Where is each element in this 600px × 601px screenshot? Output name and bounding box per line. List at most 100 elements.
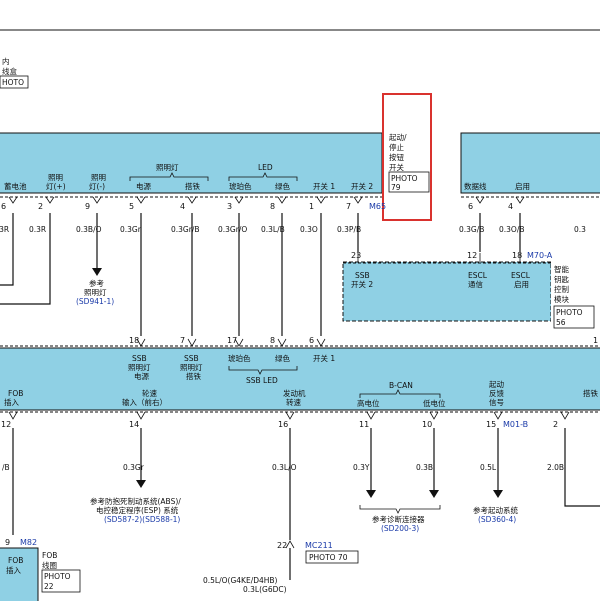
lower-bottom-pin: 11 — [359, 420, 369, 429]
wire-illum-plus-run — [0, 213, 51, 305]
label-sw2: 开关 2 — [351, 181, 373, 191]
mc211-photo-label: PHOTO 70 — [309, 553, 348, 562]
lb-fob2: 插入 — [4, 397, 19, 407]
start-stop-highlight: 起动/ 停止 按钮 开关 PHOTO 79 — [382, 93, 432, 221]
label-power: 电源 — [136, 181, 151, 191]
mc211-pin: 22 — [277, 541, 287, 550]
lb-green: 绿色 — [275, 353, 290, 363]
arrow-low-down — [429, 490, 439, 498]
arrow-illum-down — [92, 268, 102, 276]
lb-ssb2: SSB — [184, 354, 199, 363]
upper-pin-symbol — [187, 196, 197, 204]
lower-top-pin-symbol — [136, 338, 146, 347]
m82-fob1: FOB — [8, 556, 23, 565]
m82-side1: FOB — [42, 551, 57, 560]
lower-top-pin: 8 — [270, 336, 275, 345]
label-illum-group: 照明灯 — [156, 162, 179, 172]
fob-coil-box — [0, 547, 39, 601]
label-battery: 蓄电池 — [4, 181, 27, 191]
smk-photo-frame — [553, 305, 595, 329]
upper-pin: 3 — [227, 202, 232, 211]
label-amber: 琥珀色 — [229, 181, 252, 191]
smk-comm: 通信 — [468, 279, 483, 289]
lb-sw1: 开关 1 — [313, 353, 335, 363]
ref-start-line1: 参考起动系统 — [473, 505, 518, 515]
ref-illum-line2: 照明灯 — [84, 287, 107, 297]
highlight-frame — [382, 93, 432, 221]
label-illum-plus2: 灯(+) — [46, 181, 66, 191]
connector-m65: M65 — [369, 202, 386, 211]
lower-top-pin-symbol — [316, 338, 326, 347]
smk-pin-12: 12 — [467, 251, 477, 260]
lb-bcan: B-CAN — [389, 381, 413, 390]
lower-bottom-pin-symbol — [366, 411, 376, 420]
lb-fob1: FOB — [8, 389, 23, 398]
lower-bottom-pin: 10 — [422, 420, 432, 429]
upper-pin-symbol — [45, 196, 55, 204]
smart-key-module-box — [342, 261, 552, 322]
lower-wire-label: 0.5L — [480, 463, 497, 472]
upper-pin: 7 — [346, 202, 351, 211]
lower-module-box — [0, 347, 600, 411]
m82-pin: 9 — [5, 538, 10, 547]
upper-pin: 6 — [1, 202, 6, 211]
upper-pin-symbol — [353, 196, 363, 204]
lower-bottom-pin-symbol — [429, 411, 439, 420]
label-illum-minus: 照明 — [91, 173, 106, 182]
upper-pin: 9 — [85, 202, 90, 211]
label-data-line: 数据线 — [464, 181, 487, 191]
lower-top-pin-symbol — [234, 338, 244, 347]
label-illum-minus2: 灯(-) — [89, 181, 105, 191]
brace-illum — [129, 172, 209, 181]
upper-wire-label: 0.3L/B — [261, 225, 285, 234]
smk-photo-number: 56 — [556, 318, 566, 327]
hl-photo-frame — [388, 171, 430, 193]
lb-ground: 搭铁 — [583, 388, 598, 398]
start-stop-switch-box — [0, 132, 383, 194]
upper-pin-symbol — [8, 196, 18, 204]
lower-wire-label: 0.3B — [416, 463, 433, 472]
jb-line1: 内 — [2, 56, 10, 66]
m82-photo-label: PHOTO — [44, 572, 71, 581]
upper-wire-label: 0.3O/B — [499, 225, 525, 234]
connector-m82: M82 — [20, 538, 37, 547]
engine-note-2: 0.3L(G6DC) — [243, 585, 287, 594]
lb-start3: 信号 — [489, 397, 504, 407]
ref-illum-line1: 参考 — [89, 278, 104, 288]
brace-led — [228, 172, 298, 181]
label-sw1: 开关 1 — [313, 181, 335, 191]
lower-bottom-pin-symbol — [8, 411, 18, 420]
smk-pin-23: 23 — [351, 251, 361, 260]
lb-low: 低电位 — [423, 398, 446, 408]
label-green: 绿色 — [275, 181, 290, 191]
upper-wire-label: 0.3R — [29, 225, 46, 234]
lb-wheel1: 轮速 — [142, 388, 157, 398]
lower-bottom-pin-symbol — [560, 411, 570, 420]
hl-line4: 开关 — [389, 162, 404, 172]
lb-ssb1b: 照明灯 — [128, 362, 151, 372]
lower-wire-label: 0.3Gr — [123, 463, 145, 472]
upper-pin-symbol — [136, 196, 146, 204]
lower-wire-label: 0.3L/O — [272, 463, 297, 472]
upper-pin: 4 — [508, 202, 513, 211]
lower-top-pin-symbol — [187, 338, 197, 347]
lb-wheel2: 输入（前右） — [122, 397, 167, 407]
upper-pin: 5 — [129, 202, 134, 211]
upper-pin-symbol — [92, 196, 102, 204]
lower-bottom-pin: 14 — [129, 420, 139, 429]
upper-wire-label: 0.3 — [574, 225, 586, 234]
upper-wire-label: 0.3Gr — [120, 225, 142, 234]
upper-pin-symbol — [515, 196, 525, 204]
wire-ground-bottom-run — [564, 428, 600, 507]
smk-side4: 模块 — [554, 294, 569, 304]
ref-diag-code: (SD200-3) — [381, 524, 419, 533]
lower-pin-right: 1 — [593, 336, 598, 345]
arrow-wheel-down — [136, 480, 146, 488]
smk-side3: 控制 — [554, 284, 569, 294]
wire-battery-run — [0, 213, 14, 286]
upper-wire-label: 0.3B/O — [76, 225, 102, 234]
lb-start2: 反馈 — [489, 388, 504, 398]
